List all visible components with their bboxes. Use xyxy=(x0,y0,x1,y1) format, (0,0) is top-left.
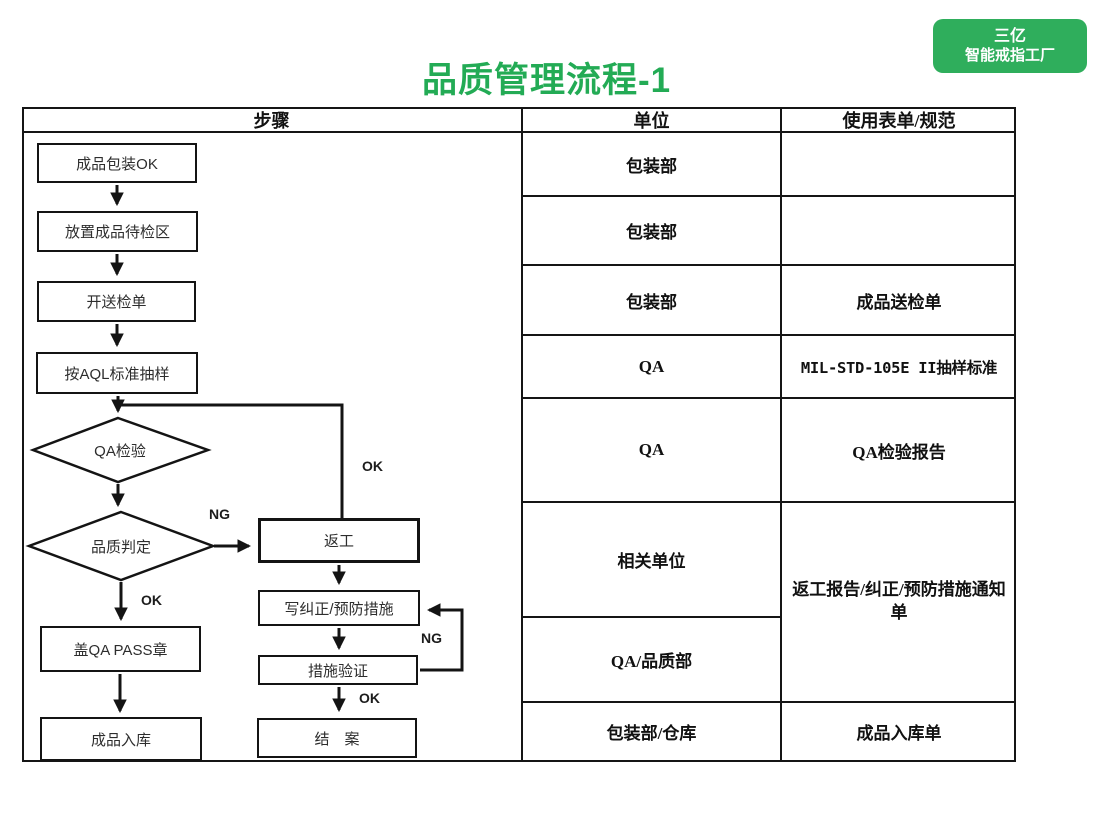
form-cell-row2 xyxy=(782,197,1016,264)
column-divider-steps-unit xyxy=(521,107,523,762)
flow-node-close-case: 结 案 xyxy=(257,718,417,758)
row-divider-3 xyxy=(521,334,1016,336)
row-divider-4 xyxy=(521,397,1016,399)
unit-cell-row8: 包装部/仓库 xyxy=(606,724,697,743)
unit-cell-row6: 相关单位 xyxy=(617,552,686,571)
column-divider-unit-form xyxy=(780,107,782,762)
flow-node-finish-pack: 成品包装OK xyxy=(37,143,197,183)
edge-label-ng-judge: NG xyxy=(209,506,230,522)
edge-label-ok-verify: OK xyxy=(359,690,380,706)
unit-cell-row2: 包装部 xyxy=(626,223,677,242)
form-cell-row4: MIL-STD-105E II抽样标准 xyxy=(800,358,998,377)
edge-label-ok-rework-loop: OK xyxy=(362,458,383,474)
brand-badge: 三亿 智能戒指工厂 xyxy=(933,19,1087,73)
header-divider xyxy=(22,131,1016,133)
flow-node-aql-sample: 按AQL标准抽样 xyxy=(36,352,198,394)
unit-cell-row3: 包装部 xyxy=(626,292,677,312)
form-cell-row8: 成品入库单 xyxy=(856,724,942,743)
edge-label-ng-verify: NG xyxy=(421,630,442,646)
flow-node-rework: 返工 xyxy=(258,518,420,563)
column-header-steps: 步骤 xyxy=(253,110,290,131)
page-title: 品质管理流程-1 xyxy=(421,61,672,100)
row-divider-7 xyxy=(521,701,1016,703)
flow-node-verify: 措施验证 xyxy=(258,655,418,685)
brand-badge-line1: 三亿 xyxy=(993,27,1026,45)
row-divider-1 xyxy=(521,195,1016,197)
unit-cell-row4: QA xyxy=(638,356,665,376)
unit-cell-row7: QA/品质部 xyxy=(610,652,693,671)
brand-badge-line2: 智能戒指工厂 xyxy=(964,46,1055,64)
flow-node-quality-judge-label: 品质判定 xyxy=(90,538,151,556)
unit-cell-row5: QA xyxy=(638,440,665,459)
flow-node-place-area: 放置成品待检区 xyxy=(37,211,198,252)
row-divider-5 xyxy=(521,501,1016,503)
flow-node-qa-inspect-label: QA检验 xyxy=(94,442,146,460)
column-header-unit: 单位 xyxy=(633,110,670,131)
table-frame xyxy=(22,107,1016,762)
flow-node-corrective: 写纠正/预防措施 xyxy=(258,590,420,626)
flow-node-qa-pass: 盖QA PASS章 xyxy=(40,626,201,672)
unit-cell-row1: 包装部 xyxy=(626,156,677,176)
form-cell-merged-rows6-7: 返工报告/纠正/预防措施通知单 xyxy=(792,580,1006,622)
column-header-form: 使用表单/规范 xyxy=(842,110,956,131)
row-divider-6-unit-only xyxy=(521,616,782,618)
flow-node-stock-in: 成品入库 xyxy=(40,717,202,761)
row-divider-2 xyxy=(521,264,1016,266)
form-cell-row5: QA检验报告 xyxy=(852,442,946,462)
flow-node-open-ticket: 开送检单 xyxy=(37,281,196,322)
edge-label-ok-judge: OK xyxy=(141,592,162,608)
form-cell-row1 xyxy=(782,133,1016,195)
form-cell-row3: 成品送检单 xyxy=(856,292,942,312)
